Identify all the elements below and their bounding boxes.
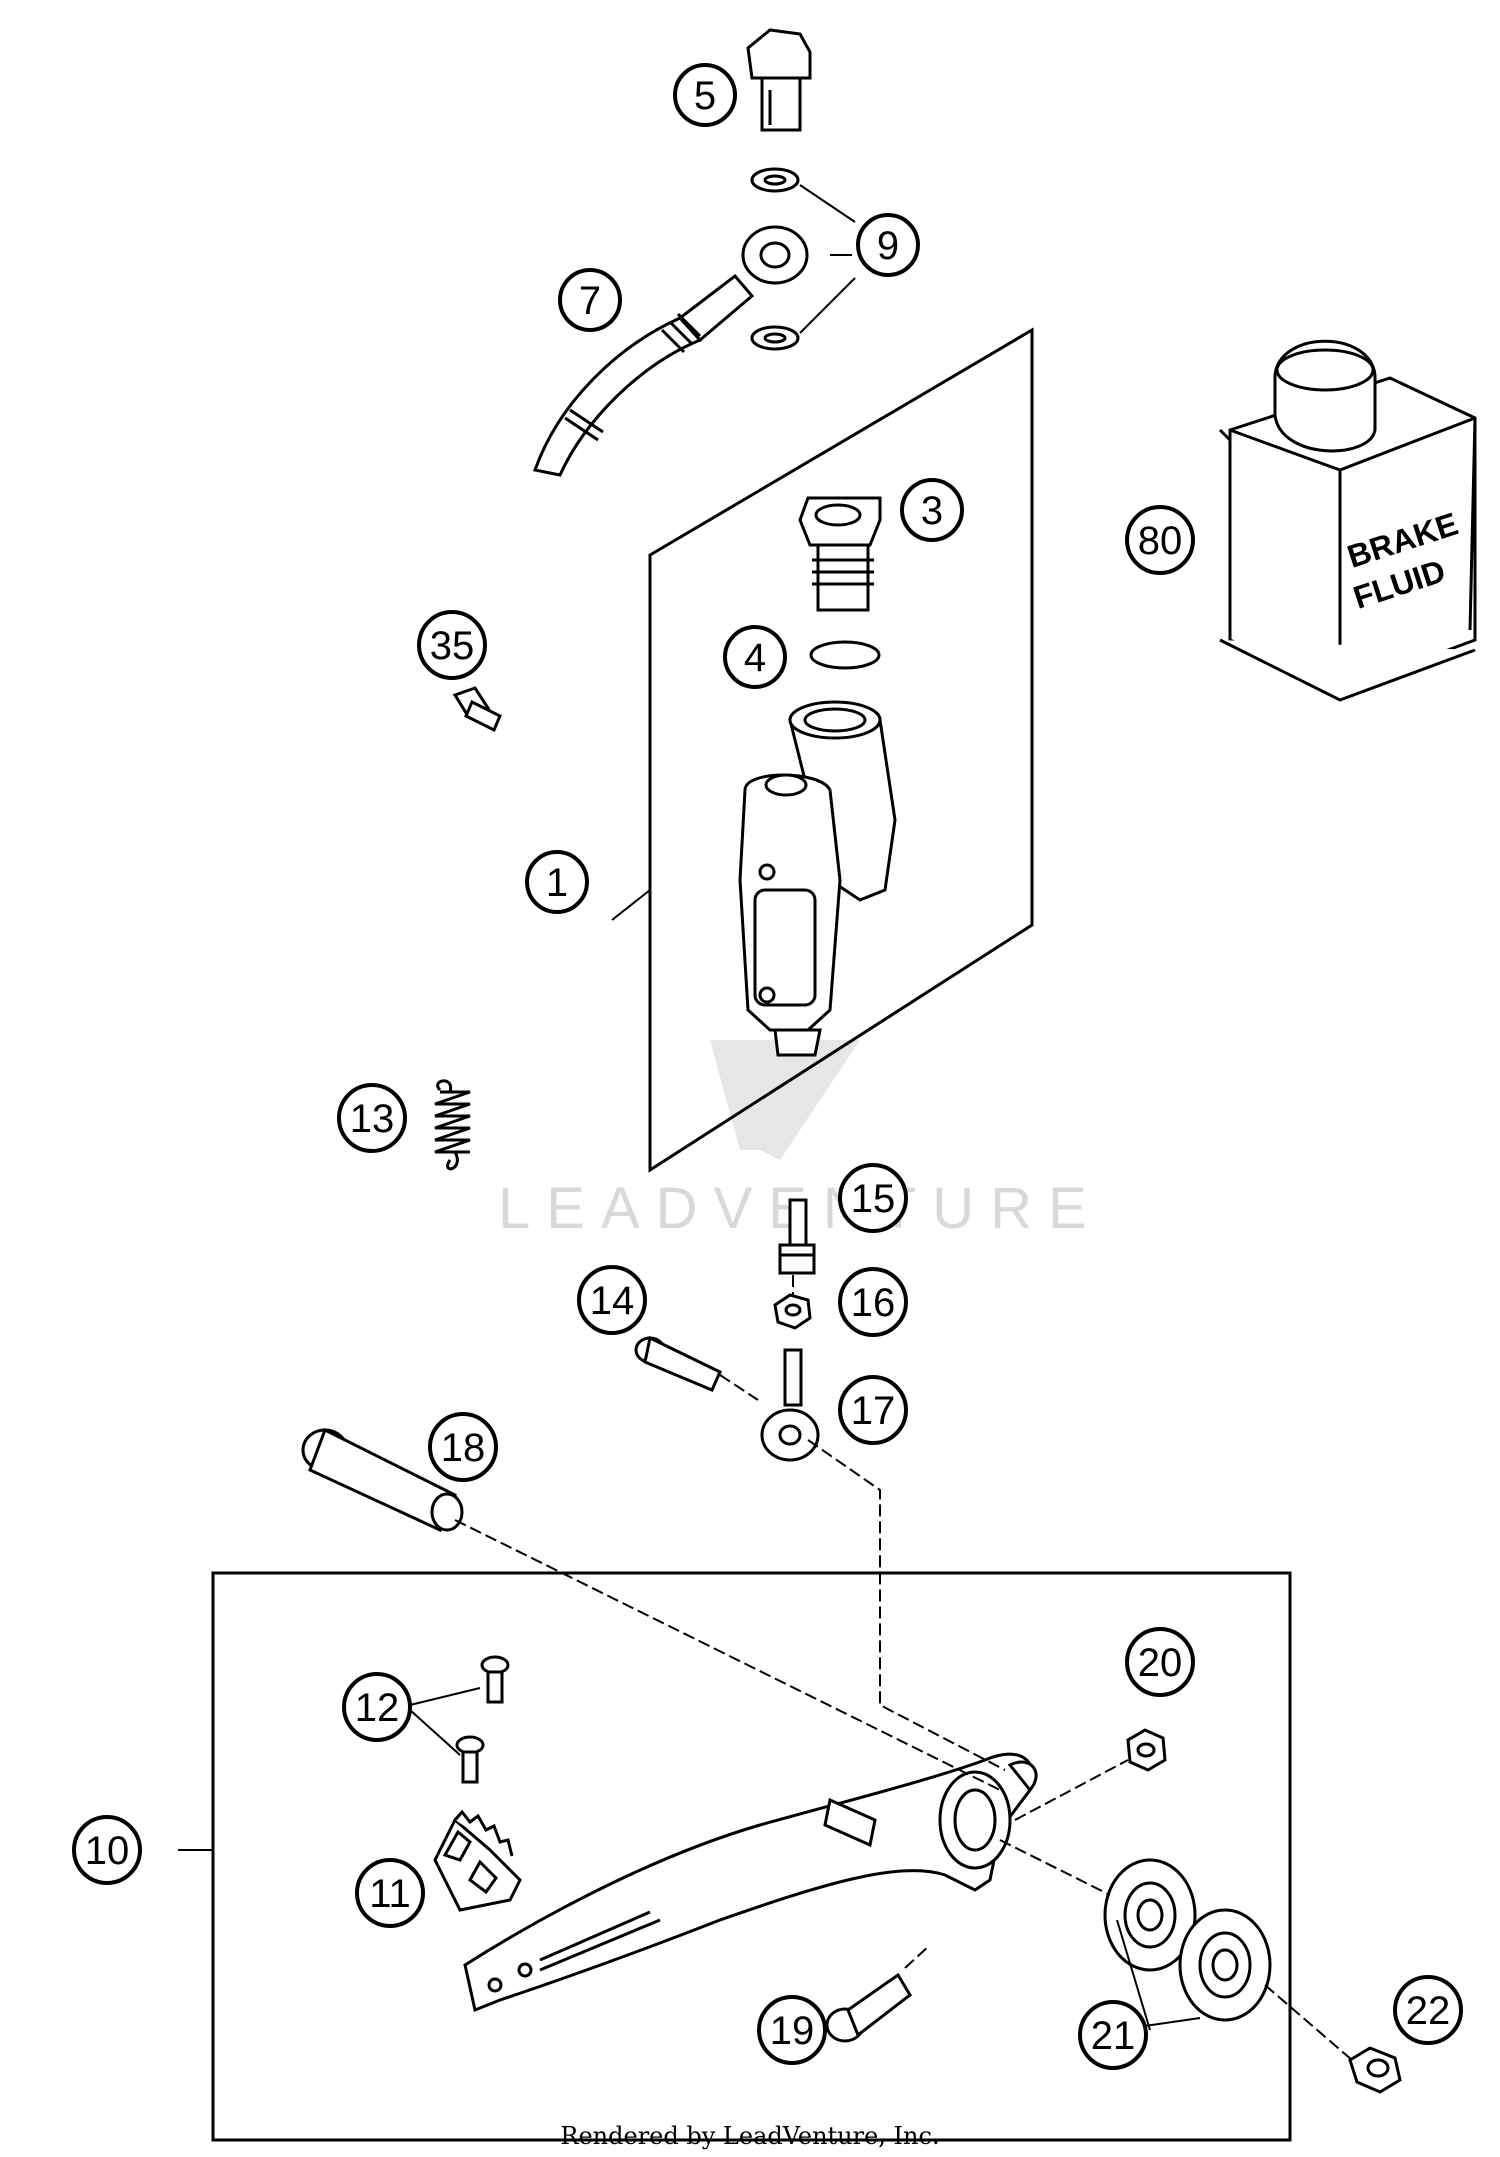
callout-7: 7	[558, 268, 622, 332]
brake-tip-part	[433, 1809, 522, 1912]
nut-20-part	[1126, 1728, 1167, 1772]
svg-text:20: 20	[1138, 1641, 1183, 1685]
callout-21: 21	[1078, 2000, 1148, 2070]
svg-text:80: 80	[1138, 519, 1183, 563]
svg-text:1: 1	[546, 861, 568, 905]
return-spring-part	[434, 1079, 471, 1171]
callout-15: 15	[838, 1163, 908, 1233]
nut-22-part	[1348, 2046, 1402, 2094]
svg-text:9: 9	[877, 224, 899, 268]
callout-20: 20	[1125, 1627, 1195, 1697]
callout-10: 10	[72, 1815, 142, 1885]
push-rod-part	[778, 1198, 816, 1275]
callout-18: 18	[428, 1412, 498, 1482]
callout-11: 11	[355, 1858, 425, 1928]
callouts: 1 3 4 5 7 9 10 11 12 13 14 15 16 17 18 1…	[72, 63, 1463, 2070]
callout-13: 13	[337, 1083, 407, 1153]
lever-assembly-box	[211, 1571, 1292, 2142]
svg-text:21: 21	[1091, 2014, 1136, 2058]
callout-1: 1	[525, 850, 589, 914]
svg-text:7: 7	[579, 279, 601, 323]
bearings-part	[1103, 1858, 1272, 2022]
callout-16: 16	[838, 1267, 908, 1337]
svg-text:18: 18	[441, 1426, 486, 1470]
svg-text:10: 10	[85, 1829, 130, 1873]
nut-16-part	[773, 1293, 812, 1330]
brake-lever-part	[463, 1752, 1038, 2013]
svg-text:35: 35	[430, 624, 475, 668]
svg-text:4: 4	[744, 636, 766, 680]
callout-9: 9	[856, 213, 920, 277]
bolt-14-part	[634, 1335, 722, 1392]
pivot-sleeve-part	[301, 1427, 464, 1533]
reservoir-cap-part	[798, 496, 882, 612]
callout-12: 12	[342, 1672, 412, 1742]
svg-text:14: 14	[590, 1279, 635, 1323]
svg-text:3: 3	[921, 489, 943, 533]
callout-4: 4	[723, 625, 787, 689]
callout-14: 14	[577, 1265, 647, 1335]
svg-text:15: 15	[851, 1177, 896, 1221]
master-cylinder-panel	[648, 327, 1034, 1173]
callout-5: 5	[673, 63, 737, 127]
bolt-19-part	[825, 1972, 912, 2043]
banjo-bolt-part	[746, 28, 812, 132]
svg-text:19: 19	[770, 2009, 815, 2053]
brake-hose-part	[533, 225, 809, 477]
small-bolt-35-part	[452, 686, 502, 733]
svg-text:13: 13	[350, 1097, 395, 1141]
svg-text:12: 12	[355, 1686, 400, 1730]
o-ring-part	[809, 640, 881, 670]
callout-80: 80	[1125, 505, 1195, 575]
footer-credit: Rendered by LeadVenture, Inc.	[560, 2122, 940, 2150]
washers-part	[750, 167, 800, 351]
callout-35: 35	[417, 610, 487, 680]
callout-17: 17	[838, 1375, 908, 1445]
callout-22: 22	[1393, 1975, 1463, 2045]
svg-text:17: 17	[851, 1389, 896, 1433]
watermark-logo	[710, 1040, 860, 1160]
svg-text:16: 16	[851, 1281, 896, 1325]
bolts-12-part	[455, 1655, 510, 1784]
callout-19: 19	[757, 1995, 827, 2065]
brake-fluid-bottle-part	[1218, 339, 1477, 702]
svg-text:22: 22	[1406, 1989, 1451, 2033]
svg-text:11: 11	[369, 1872, 411, 1916]
clevis-part	[760, 1348, 820, 1462]
svg-text:5: 5	[694, 74, 716, 118]
assembly-lines	[454, 1275, 1353, 2061]
master-cylinder-part	[738, 700, 897, 1057]
leader-lines	[178, 254, 1201, 2031]
callout-3: 3	[900, 478, 964, 542]
